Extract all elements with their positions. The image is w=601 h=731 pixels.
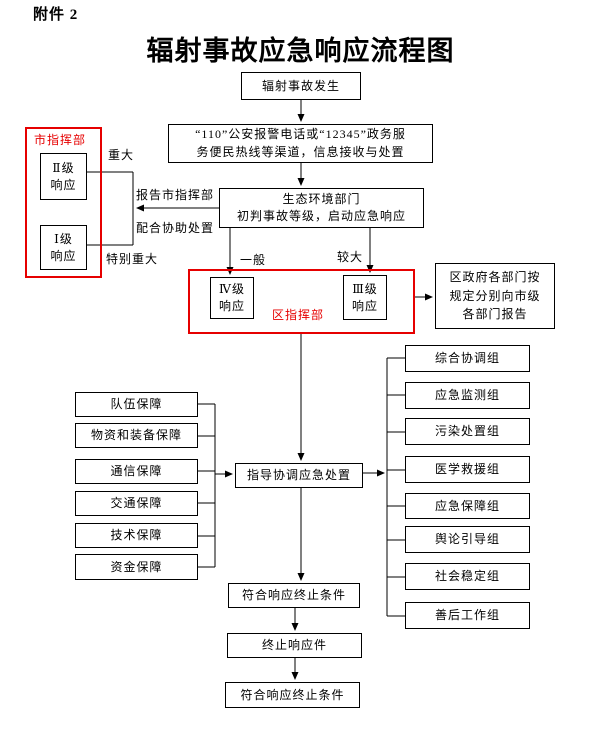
node-level4-line1: Ⅳ级 [219, 282, 245, 297]
node-level4-response: Ⅳ级 响应 [210, 277, 254, 319]
node-hotline-line1: “110”公安报警电话或“12345”政务服 [195, 127, 406, 142]
attachment-label: 附件 2 [33, 7, 79, 23]
node-support-team: 队伍保障 [75, 392, 198, 417]
node-env-dept-line2: 初判事故等级，启动应急响应 [236, 209, 406, 223]
node-end-condition-1-label: 符合响应终止条件 [241, 588, 346, 603]
support-team-label: 队伍保障 [110, 397, 163, 412]
node-group-guarantee: 应急保障组 [405, 493, 530, 519]
group-monitoring-label: 应急监测组 [434, 388, 500, 403]
node-group-coordination: 综合协调组 [405, 345, 530, 372]
node-terminate-response-label: 终止响应件 [261, 638, 327, 653]
node-support-communication: 通信保障 [75, 459, 198, 484]
node-env-dept-line1: 生态环境部门 [282, 191, 361, 206]
node-level3-response: Ⅲ级 响应 [343, 275, 387, 320]
node-hotline-line2: 务便民热线等渠道，信息接收与处置 [196, 144, 405, 159]
group-guarantee-label: 应急保障组 [434, 498, 500, 513]
support-funding-label: 资金保障 [110, 559, 163, 574]
group-medical-label: 医学救援组 [434, 462, 500, 477]
district-hq-label: 区指挥部 [272, 308, 325, 322]
node-report-line1: 区政府各部门按 [449, 270, 541, 285]
node-group-aftermath: 善后工作组 [405, 602, 530, 629]
group-opinion-label: 舆论引导组 [434, 532, 500, 547]
node-terminate-response: 终止响应件 [227, 633, 362, 658]
node-group-stability: 社会稳定组 [405, 563, 530, 590]
city-hq-frame [25, 127, 102, 278]
node-group-monitoring: 应急监测组 [405, 382, 530, 409]
node-level3-line1: Ⅲ级 [352, 281, 378, 296]
support-technology-label: 技术保障 [110, 528, 163, 543]
node-end-condition-1: 符合响应终止条件 [228, 583, 360, 608]
node-env-dept: 生态环境部门 初判事故等级，启动应急响应 [219, 188, 424, 228]
edge-label-major: 重大 [108, 148, 135, 162]
edge-label-general: 一般 [240, 253, 267, 267]
edge-label-extra-major: 特别重大 [106, 252, 159, 266]
node-level1-response: Ⅰ级 响应 [40, 225, 87, 270]
node-accident-occurs: 辐射事故发生 [241, 72, 361, 100]
node-group-pollution: 污染处置组 [405, 418, 530, 445]
group-aftermath-label: 善后工作组 [434, 608, 500, 623]
node-report-to-city: 区政府各部门按 规定分别向市级 各部门报告 [435, 263, 555, 329]
support-communication-label: 通信保障 [110, 464, 163, 479]
node-guide-coordinate-label: 指导协调应急处置 [246, 468, 351, 483]
support-material-label: 物资和装备保障 [90, 428, 182, 443]
node-hotline-intake: “110”公安报警电话或“12345”政务服 务便民热线等渠道，信息接收与处置 [168, 124, 433, 163]
edge-label-report-city: 报告市指挥部 [136, 188, 215, 202]
node-support-transport: 交通保障 [75, 491, 198, 516]
edge-label-assist: 配合协助处置 [136, 221, 215, 235]
support-transport-label: 交通保障 [110, 496, 163, 511]
node-support-technology: 技术保障 [75, 523, 198, 548]
node-level1-line1: Ⅰ级 [54, 231, 73, 246]
node-accident-occurs-label: 辐射事故发生 [261, 78, 340, 93]
node-level4-line2: 响应 [218, 299, 245, 313]
node-level2-line2: 响应 [50, 177, 77, 192]
page-title: 辐射事故应急响应流程图 [146, 36, 455, 66]
group-stability-label: 社会稳定组 [434, 569, 500, 584]
group-coordination-label: 综合协调组 [434, 351, 500, 366]
node-support-material: 物资和装备保障 [75, 423, 198, 448]
node-level2-response: Ⅱ级 响应 [40, 153, 87, 200]
node-group-opinion: 舆论引导组 [405, 526, 530, 553]
node-report-line3: 各部门报告 [462, 307, 528, 322]
node-support-funding: 资金保障 [75, 554, 198, 580]
node-level3-line2: 响应 [351, 298, 378, 313]
node-level1-line2: 响应 [50, 248, 77, 263]
city-hq-label: 市指挥部 [34, 133, 87, 147]
district-hq-frame [188, 269, 415, 334]
node-guide-coordinate: 指导协调应急处置 [235, 463, 363, 488]
node-group-medical: 医学救援组 [405, 456, 530, 483]
node-end-condition-2: 符合响应终止条件 [225, 682, 360, 708]
node-report-line2: 规定分别向市级 [449, 288, 541, 303]
group-pollution-label: 污染处置组 [434, 424, 500, 439]
node-level2-line1: Ⅱ级 [52, 160, 75, 175]
edge-label-relatively-major: 较大 [337, 250, 364, 264]
node-end-condition-2-label: 符合响应终止条件 [240, 687, 345, 702]
